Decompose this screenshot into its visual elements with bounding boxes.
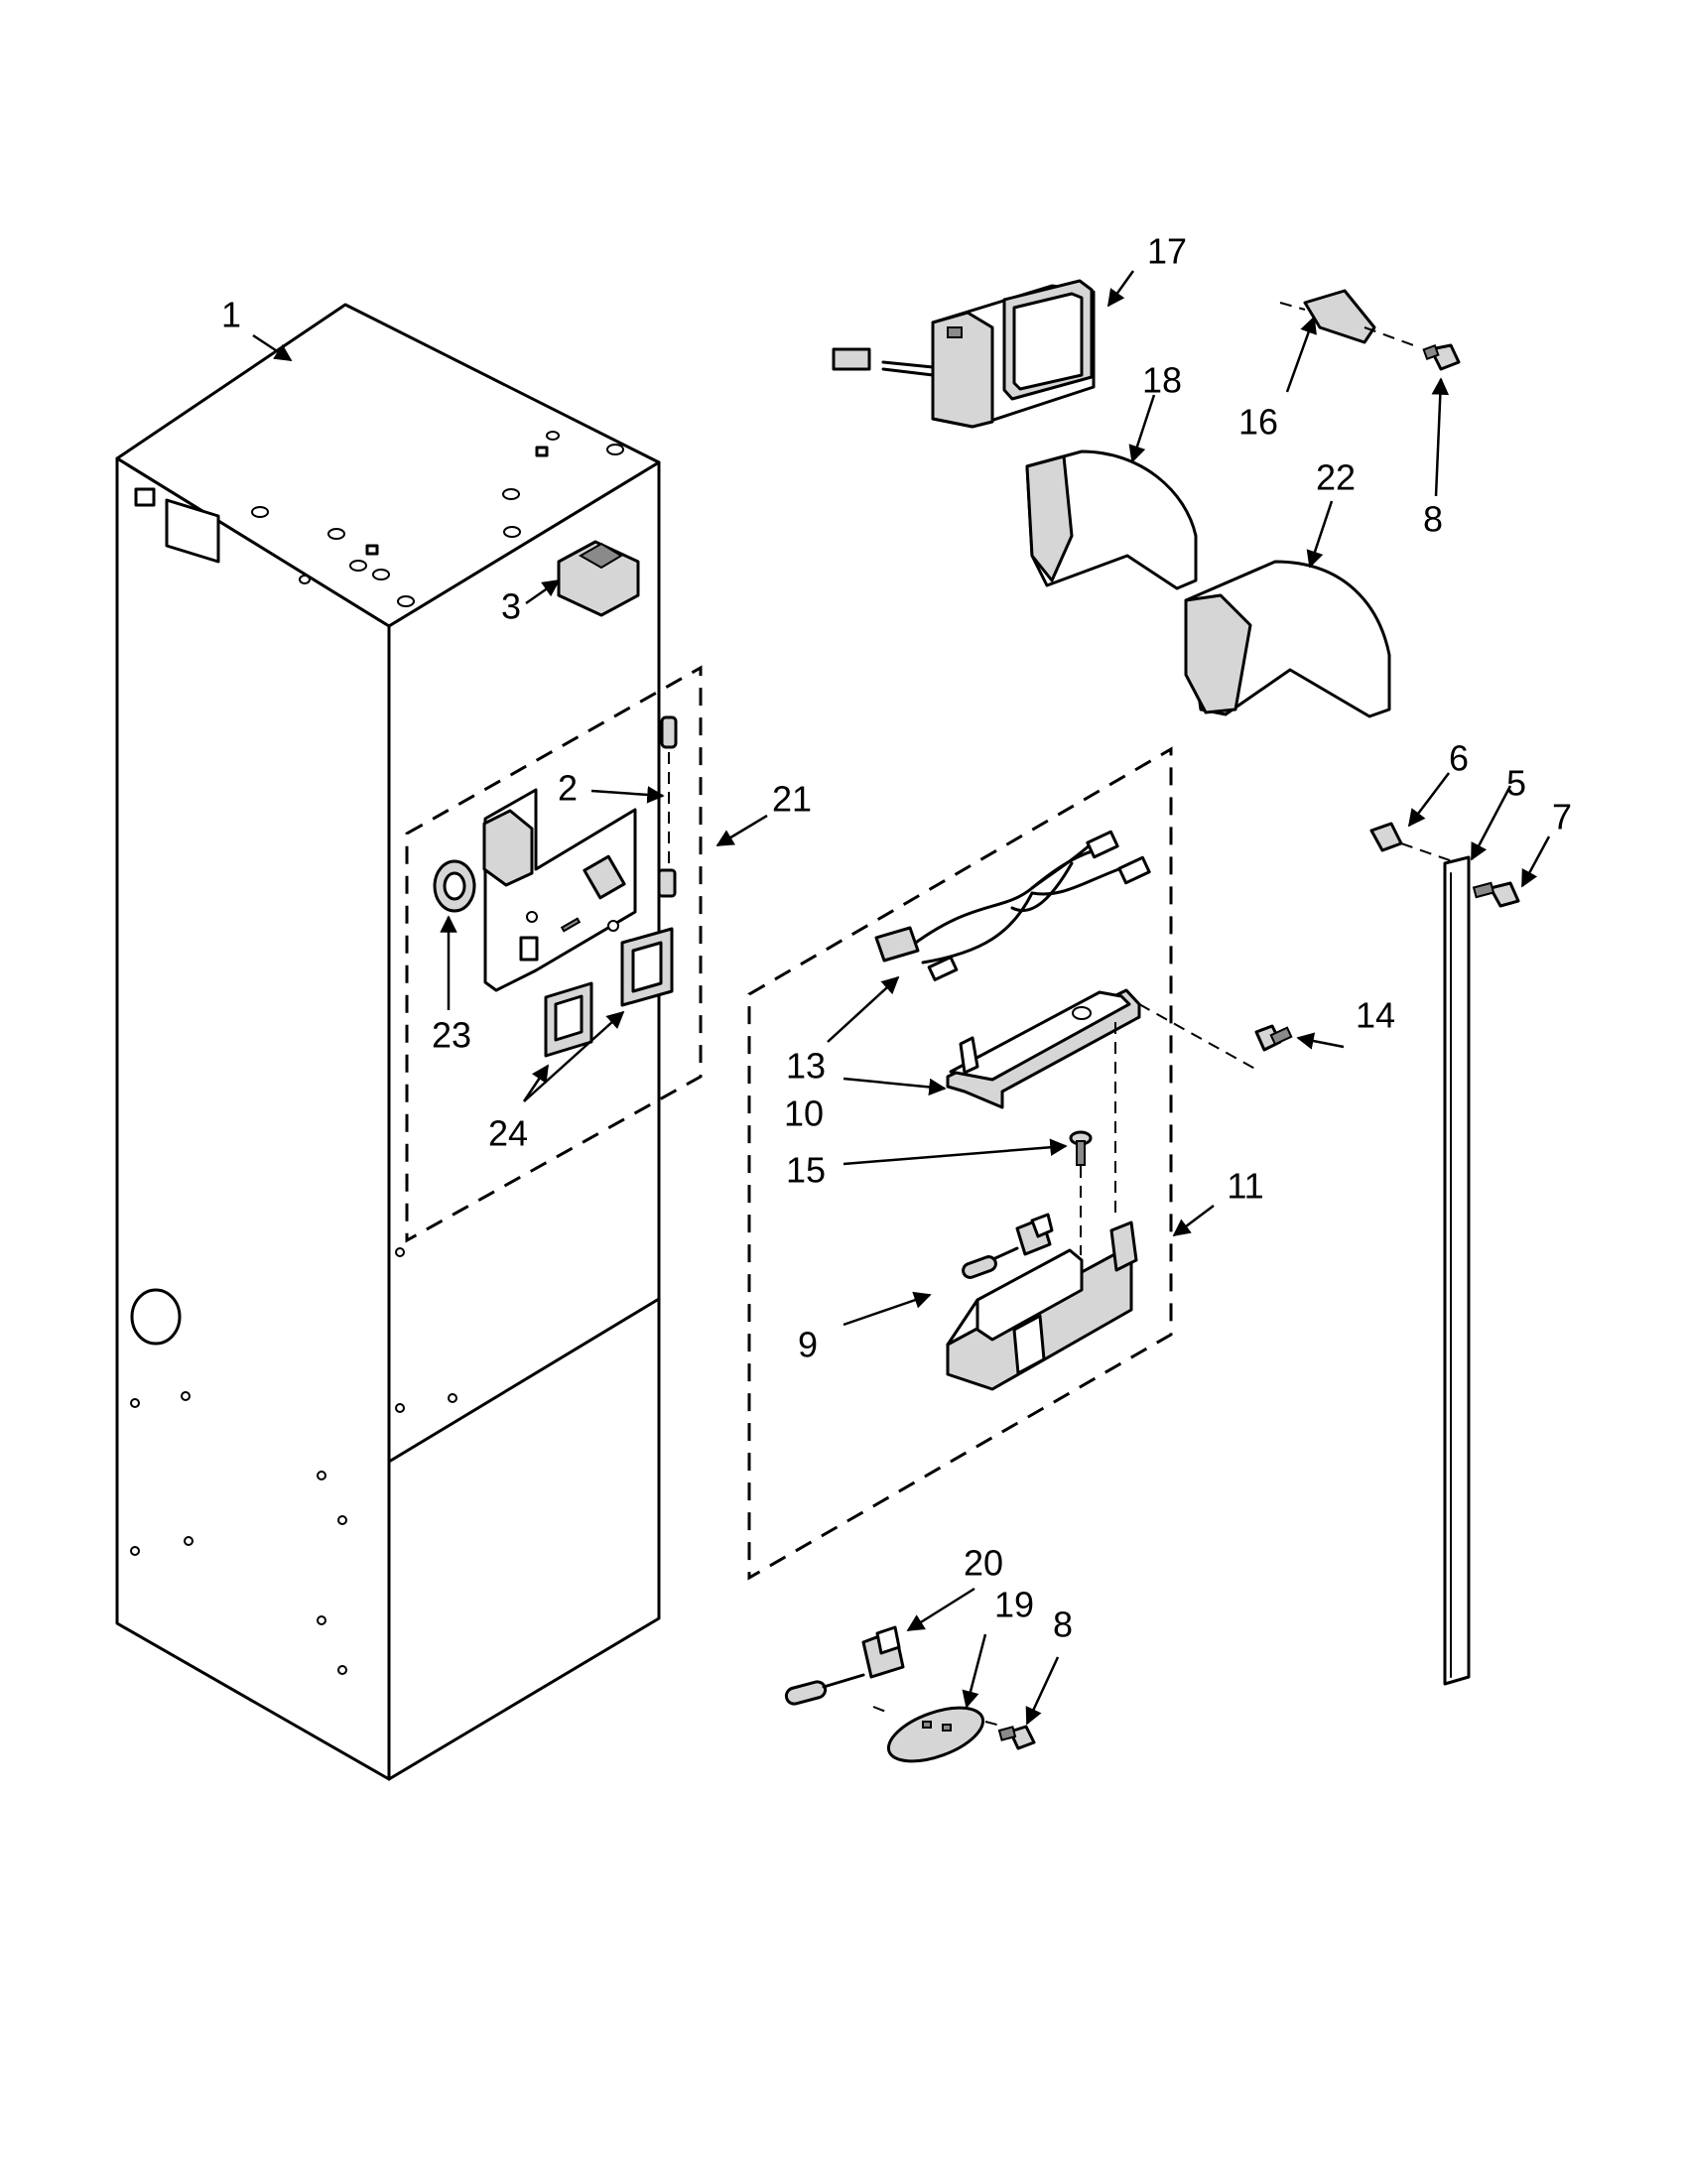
callout-13: 13: [786, 1046, 826, 1087]
callout-10: 10: [784, 1093, 824, 1134]
bracket-part-2: [482, 715, 678, 992]
callout-8-upper: 8: [1423, 499, 1443, 540]
screw-part-8-upper: [1422, 343, 1461, 371]
callout-17: 17: [1147, 231, 1187, 272]
callout-14: 14: [1356, 995, 1395, 1036]
callout-19: 19: [994, 1585, 1034, 1625]
callout-22: 22: [1316, 457, 1356, 498]
clip-part-16: [1279, 289, 1420, 348]
sensor-part-20: [784, 1625, 905, 1706]
callout-6: 6: [1449, 738, 1469, 779]
bezels-part-24: [544, 927, 674, 1058]
callout-5: 5: [1506, 763, 1526, 804]
housing-part-11: [946, 1220, 1138, 1391]
leader-arrows: [252, 270, 1551, 1726]
callout-1: 1: [221, 295, 241, 335]
assembly-outline-right: [747, 746, 1173, 1581]
callout-3: 3: [501, 586, 521, 627]
screw-part-15: [1069, 1130, 1093, 1255]
switch-part-19: [872, 1706, 1005, 1763]
callout-21: 21: [772, 779, 812, 820]
sensor-part-9: [962, 1213, 1054, 1279]
trim-part-18: [1025, 450, 1198, 590]
screw-part-7: [1472, 881, 1520, 908]
callout-24: 24: [488, 1113, 528, 1154]
callout-15: 15: [786, 1150, 826, 1191]
callout-8-lower: 8: [1053, 1605, 1073, 1645]
rail-part-5: [1443, 855, 1471, 1686]
callout-18: 18: [1142, 360, 1182, 401]
wire-harness-part-13: [874, 830, 1151, 981]
knob-part-23: [433, 859, 476, 913]
callout-7: 7: [1552, 797, 1572, 837]
assembly-outline-21: [405, 665, 703, 1243]
screw-part-14: [1254, 1024, 1293, 1052]
callout-11: 11: [1227, 1166, 1263, 1207]
callout-23: 23: [432, 1015, 471, 1056]
callout-16: 16: [1238, 402, 1278, 443]
nut-part-6: [1369, 822, 1468, 867]
screw-part-8-lower: [997, 1725, 1036, 1750]
bracket-part-10: [946, 988, 1261, 1216]
trim-part-22: [1184, 560, 1391, 718]
callout-9: 9: [798, 1325, 818, 1365]
callout-20: 20: [964, 1543, 1003, 1584]
control-part-17: [832, 279, 1096, 429]
callout-2: 2: [558, 768, 578, 809]
